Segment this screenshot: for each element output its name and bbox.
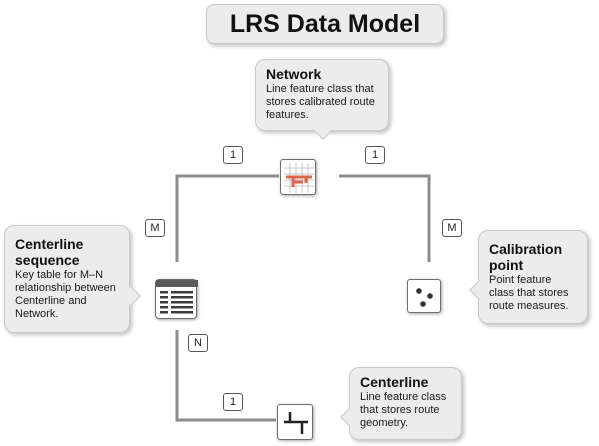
cardinality-network-to-calibration: 1 — [365, 146, 385, 164]
centerline-sequence-description: Key table for M–N relationship between C… — [15, 269, 116, 320]
table-icon — [155, 279, 198, 319]
centerline-callout: Centerline Line feature class that store… — [340, 367, 462, 440]
cardinality-sequence-from-network: M — [145, 219, 165, 237]
centerline-sequence-heading: Centerline sequence — [15, 236, 84, 268]
connector-network-calibration — [339, 174, 431, 262]
cardinality-centerline-from-sequence: 1 — [223, 393, 243, 411]
calibration-point-description: Point feature class that stores route me… — [489, 274, 569, 312]
points-icon — [407, 279, 441, 313]
network-description: Line feature class that stores calibrate… — [266, 83, 375, 121]
cardinality-network-to-sequence: 1 — [223, 146, 243, 164]
centerline-heading: Centerline — [360, 374, 429, 390]
calibration-point-callout: Calibration point Point feature class th… — [469, 230, 588, 324]
connector-network-sequence — [175, 174, 279, 262]
cardinality-calibration-from-network: M — [442, 219, 462, 237]
centerline-description: Line feature class that stores route geo… — [360, 391, 447, 429]
line-icon — [277, 404, 313, 440]
centerline-sequence-callout: Centerline sequence Key table for M–N re… — [4, 225, 141, 333]
cardinality-sequence-to-centerline: N — [188, 334, 208, 352]
network-heading: Network — [266, 66, 322, 82]
calibration-point-heading: Calibration point — [489, 241, 563, 273]
network-grid-icon — [280, 159, 316, 195]
network-callout: Network Line feature class that stores c… — [255, 59, 389, 140]
connector-sequence-centerline — [175, 330, 276, 422]
diagram-title: LRS Data Model — [206, 4, 444, 44]
